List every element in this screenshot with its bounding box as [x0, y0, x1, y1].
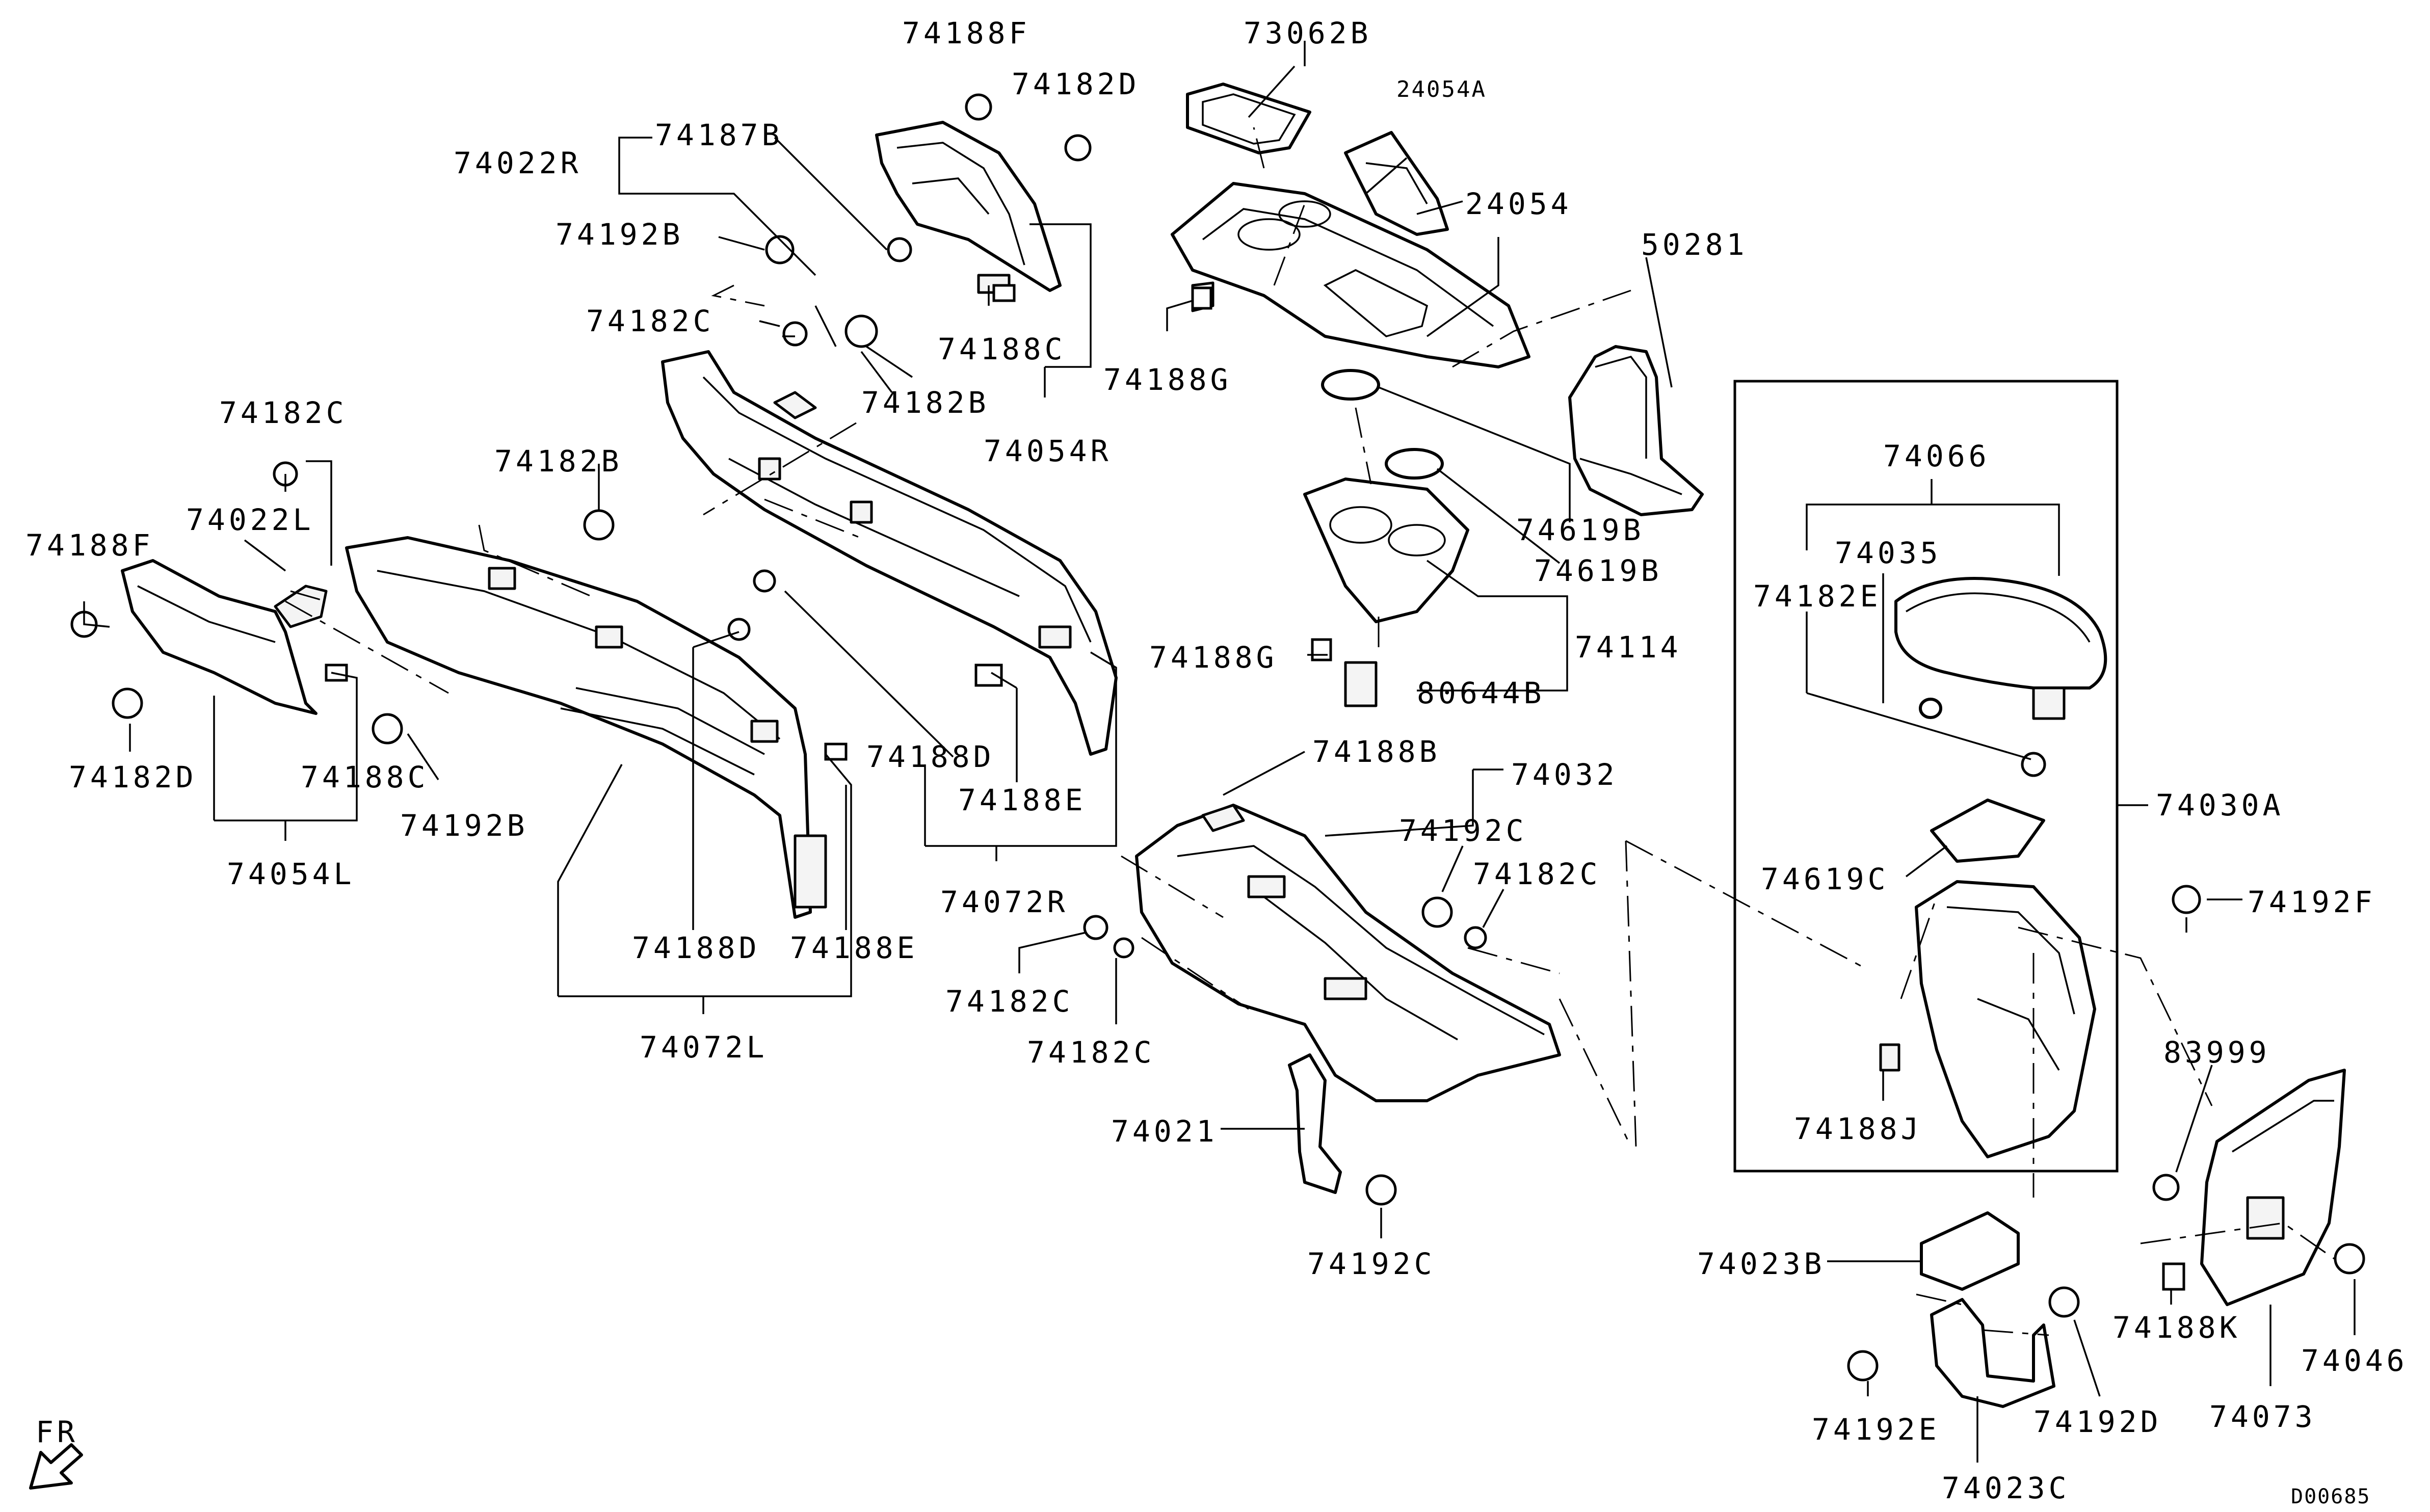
label-83999: 83999	[2163, 1035, 2270, 1070]
label-74192C-low: 74192C	[1307, 1246, 1436, 1281]
armrest-base-shape	[1879, 880, 2096, 1158]
panel-74072L-shape	[345, 536, 827, 919]
label-74022R: 74022R	[454, 146, 582, 180]
leader-lines	[83, 41, 2356, 1463]
label-74022L: 74022L	[186, 502, 314, 537]
label-74188K: 74188K	[2112, 1310, 2241, 1345]
label-74182D-top: 74182D	[1012, 67, 1140, 101]
label-24054: 24054	[1465, 187, 1572, 221]
assembly-lines	[285, 127, 2335, 1336]
label-74182D-left: 74182D	[69, 760, 197, 794]
label-74182B-top: 74182B	[861, 385, 990, 420]
label-74192B-left: 74192B	[400, 808, 529, 843]
label-73062B: 73062B	[1244, 16, 1372, 50]
label-74035: 74035	[1835, 536, 1942, 570]
label-74192B-top: 74192B	[556, 217, 684, 252]
label-74032: 74032	[1511, 757, 1618, 792]
label-74188D-low: 74188D	[632, 931, 760, 965]
diagram-reference-code: D00685	[2291, 1485, 2371, 1508]
label-74188C-top: 74188C	[938, 332, 1066, 366]
panel-74054R-shape	[875, 121, 1062, 294]
label-74046: 74046	[2301, 1343, 2408, 1378]
label-74188G-top: 74188G	[1103, 362, 1232, 397]
label-74054R: 74054R	[984, 434, 1112, 468]
label-74192D: 74192D	[2033, 1404, 2162, 1439]
bracket-74023C-shape	[1930, 1298, 2055, 1408]
label-74066: 74066	[1883, 439, 1990, 473]
label-50281: 50281	[1641, 227, 1748, 262]
block-80644B-shape	[1344, 661, 1378, 707]
label-74192C-mid: 74192C	[1399, 813, 1527, 848]
label-74072L: 74072L	[640, 1030, 768, 1065]
label-74023C: 74023C	[1942, 1471, 2070, 1505]
label-74072R: 74072R	[940, 885, 1069, 919]
label-74182C-low2: 74182C	[1027, 1035, 1155, 1070]
label-74188F-top: 74188F	[902, 16, 1031, 50]
side-cover-74073-shape	[2200, 1069, 2346, 1306]
mat-74619C-shape	[1930, 799, 2045, 863]
label-74188G-mid: 74188G	[1149, 640, 1278, 675]
bracket-74023B-shape	[1920, 1211, 2020, 1291]
label-74073: 74073	[2209, 1399, 2316, 1434]
front-direction-label: FR	[36, 1415, 78, 1449]
label-74188B: 74188B	[1312, 734, 1441, 769]
label-80644B: 80644B	[1417, 676, 1545, 710]
label-74188F-left: 74188F	[25, 528, 154, 563]
lid-73062B-shape	[1186, 83, 1311, 154]
label-74182C-top: 74182C	[586, 304, 715, 338]
trim-24054A-shape	[1344, 131, 1449, 236]
label-74619C: 74619C	[1761, 862, 1889, 896]
label-74182C-left: 74182C	[219, 395, 348, 430]
label-24054A: 24054A	[1396, 76, 1487, 102]
group-box-74030A	[1733, 380, 2119, 1173]
cupholder-74114-shape	[1303, 369, 1469, 623]
label-74188E-low: 74188E	[790, 931, 918, 965]
label-74023B: 74023B	[1697, 1246, 1826, 1281]
bracket-74021-shape	[1288, 1053, 1342, 1194]
panel-74054L-shape	[121, 559, 328, 715]
label-74187B: 74187B	[655, 118, 783, 152]
label-74188D-mid: 74188D	[866, 739, 995, 774]
label-74021: 74021	[1111, 1114, 1218, 1149]
label-74192E: 74192E	[1812, 1412, 1940, 1447]
panel-74072R-shape	[661, 350, 1118, 756]
armrest-lid-74066-shape	[1894, 577, 2107, 720]
label-74030A: 74030A	[2156, 788, 2284, 823]
label-74182B-mid: 74182B	[494, 444, 623, 479]
front-direction-indicator: FR	[29, 1415, 83, 1490]
boot-50281-shape	[1568, 345, 1704, 516]
label-74192F: 74192F	[2248, 885, 2376, 919]
label-74182E: 74182E	[1753, 579, 1882, 614]
label-74182C-low1: 74182C	[945, 984, 1074, 1019]
label-74054L: 74054L	[227, 857, 355, 891]
label-74188E-mid: 74188E	[958, 783, 1087, 817]
part-labels: 74188F 74182D 73062B 24054A 74022R 74187…	[25, 16, 2408, 1508]
fasteners	[70, 93, 2365, 1382]
label-74619B-lower: 74619B	[1534, 553, 1662, 588]
label-74188J: 74188J	[1794, 1111, 1922, 1146]
label-74182C-mid: 74182C	[1473, 857, 1601, 891]
frame-74032-shape	[1135, 804, 1561, 1102]
label-74114: 74114	[1575, 630, 1682, 665]
label-74619B-upper: 74619B	[1516, 513, 1645, 547]
label-74188C-left: 74188C	[301, 760, 429, 794]
